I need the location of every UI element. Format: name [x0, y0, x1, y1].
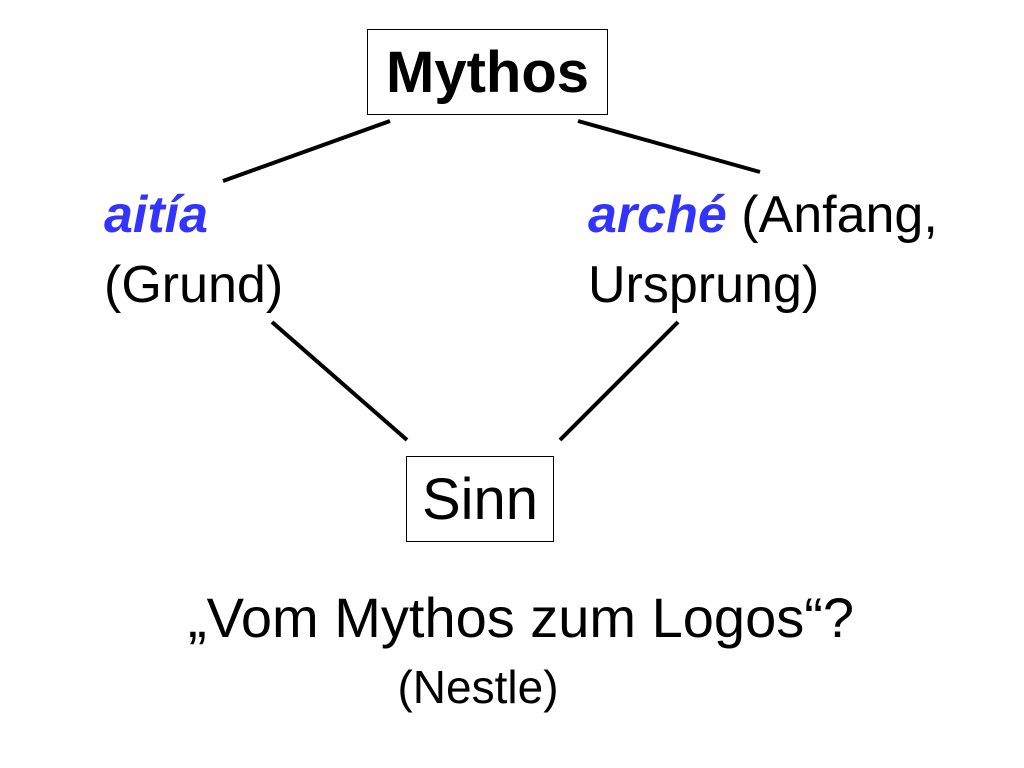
caption-question: „Vom Mythos zum Logos“?: [187, 586, 855, 649]
connector-mythos-arche: [577, 119, 761, 174]
connector-arche-sinn: [558, 320, 680, 442]
node-mythos-label: Mythos: [386, 39, 589, 105]
node-arche-gloss-line2: Ursprung): [588, 256, 820, 314]
caption-source: (Nestle): [397, 661, 559, 713]
node-mythos: Mythos: [367, 29, 608, 115]
node-arche-term: arché: [588, 186, 727, 244]
node-aitia-gloss: (Grund): [104, 256, 284, 314]
connector-mythos-aitia: [222, 119, 391, 183]
node-arche: arché (Anfang, Ursprung): [588, 180, 938, 320]
node-aitia-term: aitía: [104, 186, 209, 244]
node-aitia: aitía (Grund): [104, 180, 283, 320]
node-sinn: Sinn: [406, 456, 554, 542]
node-arche-gloss-line1: (Anfang,: [726, 186, 938, 244]
node-sinn-label: Sinn: [421, 466, 539, 532]
connector-aitia-sinn: [270, 320, 409, 442]
